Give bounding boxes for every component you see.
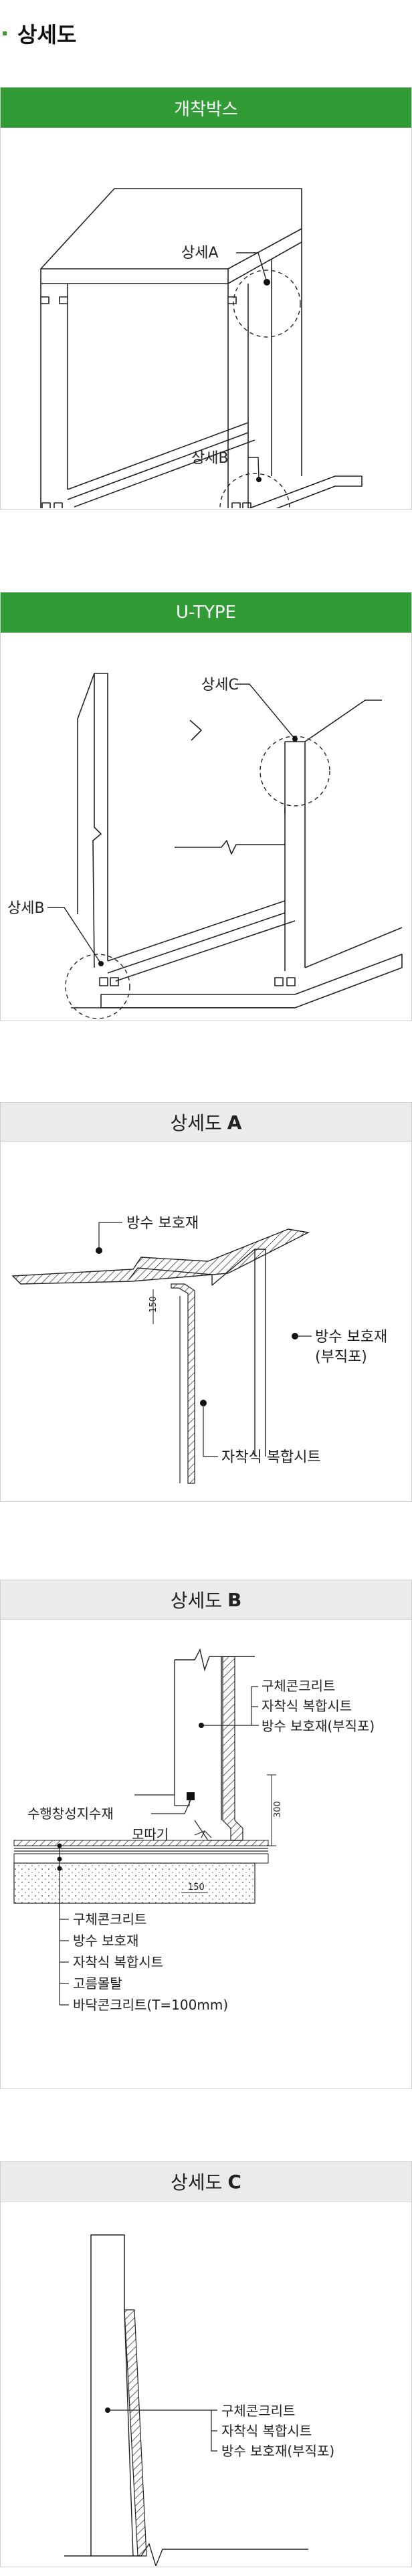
title-bullet-icon (3, 31, 7, 35)
detail-b-header: 상세도 B (1, 1580, 411, 1620)
detail-c-circle (260, 736, 330, 807)
detail-b-bottom-label-4: 고름몰탈 (73, 1975, 122, 1992)
detail-c-drawing: 구체콘크리트 자착식 복합시트 방수 보호재(부직포) (64, 2234, 334, 2566)
detail-a-label-bottom: 자착식 복합시트 (221, 1449, 321, 1466)
detail-b-dim-150: 150 (188, 1883, 205, 1893)
detail-b-left-label-2: 모따기 (132, 1826, 169, 1842)
detail-b-header-text: 상세도 (170, 1590, 222, 1612)
detail-b-panel: 상세도 B 300 (0, 1580, 412, 2089)
detail-b-bottom-label-2: 방수 보호재 (73, 1933, 138, 1949)
detail-b-circle (219, 473, 290, 508)
detail-b-drawing: 300 150 구체콘크리트 자착식 복합시트 방수 보호재(부직포) 수행창성… (13, 1648, 375, 2013)
detail-b-left-label-1: 수행창성지수재 (27, 1806, 114, 1822)
detail-b-bottom-label-3: 자착식 복합시트 (73, 1954, 163, 1970)
box-culvert-drawing: 상세A 상세B (40, 188, 363, 508)
u-type-drawing: 상세C 상세B (7, 673, 403, 1019)
u-type-base-slab (100, 954, 403, 1008)
detail-a-drawing: 150 방수 보호재 방수 보호재 (부직포) 자착식 복합시트 (11, 1215, 387, 1484)
box-base-slab (247, 475, 363, 508)
detail-c-panel: 상세도 C 구체콘크리트 자착식 복합시트 방수 보호재(부직포) (0, 2161, 412, 2567)
detail-a-label-right-2: (부직포) (315, 1349, 367, 1366)
detail-c-header: 상세도 C (1, 2162, 411, 2202)
u-type-header: U-TYPE (1, 593, 411, 633)
detail-b-bottom-label-1: 구체콘크리트 (73, 1911, 146, 1927)
detail-b-circle-u (65, 954, 130, 1019)
detail-b-base-concrete (13, 1862, 255, 1904)
box-top-slab (40, 188, 302, 270)
detail-c-header-letter: C (227, 2170, 241, 2193)
detail-a-top-layer (11, 1228, 310, 1285)
detail-a-dim-150: 150 (148, 1296, 159, 1313)
u-type-panel: U-TYPE (0, 592, 412, 1021)
detail-a-panel: 상세도 A 150 방수 보호재 방수 보호재 (부직포) 자착식 복합시트 (0, 1102, 412, 1502)
detail-b-header-letter: B (227, 1588, 242, 1611)
detail-b-vertical-sheet (222, 1656, 243, 1841)
detail-a-vertical-sheet (171, 1283, 195, 1484)
page-title: 상세도 (0, 20, 76, 47)
detail-a-header: 상세도 A (1, 1103, 411, 1142)
detail-b-bottom-label-5: 바닥콘크리트(T=100mm) (73, 1997, 228, 2013)
detail-c-right-label-3: 방수 보호재(부직포) (221, 2443, 334, 2459)
detail-a-circle (233, 270, 301, 338)
detail-b-right-label-3: 방수 보호재(부직포) (262, 1718, 375, 1734)
label-detail-b: 상세B (191, 450, 229, 467)
detail-c-sheet (124, 2309, 147, 2557)
box-culvert-header: 개착박스 (1, 88, 411, 128)
page-title-text: 상세도 (17, 22, 77, 47)
detail-b-dim-300: 300 (273, 1801, 283, 1818)
detail-b-right-label-1: 구체콘크리트 (262, 1678, 335, 1694)
detail-a-header-text: 상세도 (170, 1112, 222, 1134)
detail-c-header-text: 상세도 (171, 2171, 223, 2193)
label-detail-a: 상세A (181, 245, 219, 261)
box-culvert-panel: 개착박스 (0, 87, 412, 510)
detail-c-right-label-2: 자착식 복합시트 (221, 2423, 312, 2439)
detail-a-header-letter: A (227, 1111, 242, 1134)
label-detail-c: 상세C (201, 677, 239, 693)
detail-c-right-label-1: 구체콘크리트 (221, 2403, 295, 2419)
detail-b-right-label-2: 자착식 복합시트 (262, 1698, 352, 1714)
detail-a-label-top: 방수 보호재 (126, 1215, 199, 1232)
label-detail-b-u: 상세B (7, 900, 45, 917)
detail-a-label-right-1: 방수 보호재 (315, 1329, 387, 1346)
